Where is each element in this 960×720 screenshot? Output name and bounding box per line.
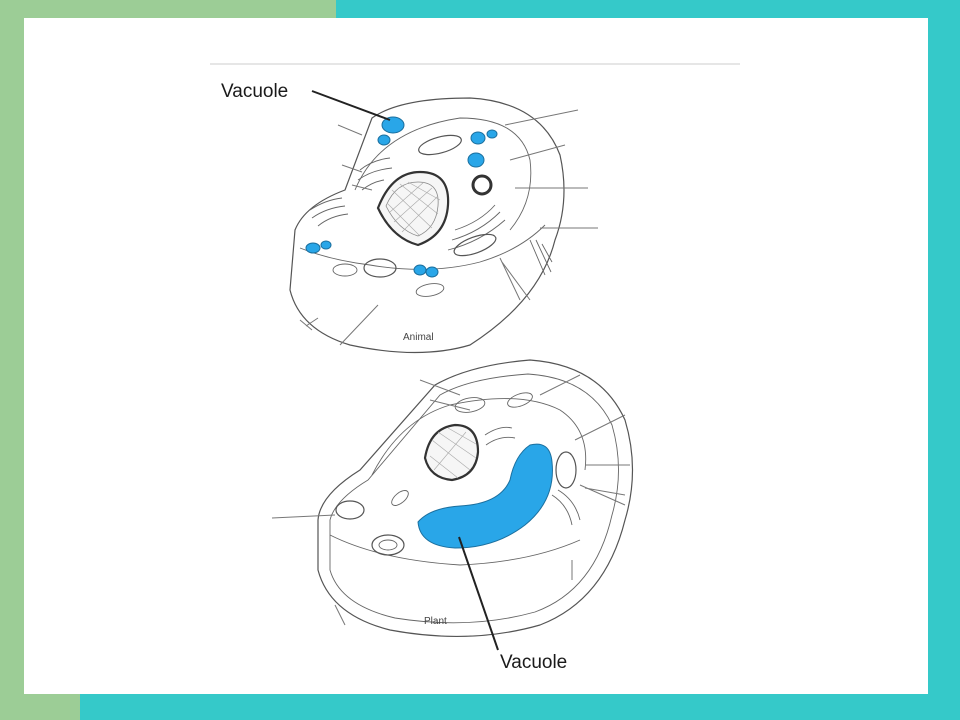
plant-golgi — [484, 426, 516, 446]
animal-vacuole — [425, 266, 439, 278]
plant-mitochondrion — [391, 490, 409, 506]
plant-mitochondrion — [454, 397, 486, 413]
animal-vacuole — [486, 129, 498, 139]
plant-chloroplast-inner — [378, 539, 398, 551]
slide-content-area — [24, 18, 928, 694]
animal-vacuole — [377, 134, 391, 146]
animal-mitochondrion — [453, 233, 497, 257]
animal-vacuole-label: Vacuole — [221, 81, 288, 102]
animal-golgi — [309, 197, 349, 227]
animal-cell-membrane — [289, 97, 565, 354]
animal-lysosome — [471, 174, 493, 196]
animal-organelle — [332, 263, 358, 277]
plant-cell-top-face — [371, 398, 587, 476]
plant-cell-front-edge — [329, 534, 581, 566]
plant-chloroplast — [335, 500, 365, 520]
plant-cell-membrane — [329, 373, 619, 624]
animal-mitochondrion — [418, 134, 462, 156]
plant-vacuole-label: Vacuole — [500, 652, 567, 673]
plant-mitochondrion — [507, 392, 533, 408]
plant-cell: Plant Vacuole — [271, 359, 634, 673]
animal-er — [357, 157, 393, 191]
animal-leader-lines — [299, 109, 598, 346]
plant-central-vacuole — [417, 443, 553, 549]
animal-centriole — [529, 239, 553, 276]
animal-rough-er — [447, 204, 506, 251]
animal-cell-top-face — [354, 117, 532, 231]
animal-vacuole — [467, 152, 485, 168]
animal-callout-line — [311, 90, 391, 121]
plant-cell-wall — [317, 359, 634, 637]
animal-vacuole — [413, 264, 427, 276]
plant-caption: Plant — [424, 616, 447, 627]
animal-mitochondrion — [363, 258, 397, 278]
plant-chloroplast — [555, 451, 577, 489]
plant-er — [551, 489, 581, 526]
animal-caption: Animal — [403, 332, 434, 343]
plant-chloroplast — [371, 534, 405, 556]
animal-vacuole — [470, 131, 486, 145]
plant-callout-line — [458, 536, 499, 651]
animal-organelle — [415, 283, 445, 297]
animal-vacuole — [320, 240, 332, 250]
animal-vacuole — [381, 116, 405, 134]
animal-nucleus — [376, 170, 450, 247]
plant-leader-lines — [271, 374, 630, 626]
animal-vacuole — [305, 242, 321, 254]
animal-cell: Animal Vacuole — [221, 81, 598, 354]
plant-nucleus — [423, 423, 480, 482]
